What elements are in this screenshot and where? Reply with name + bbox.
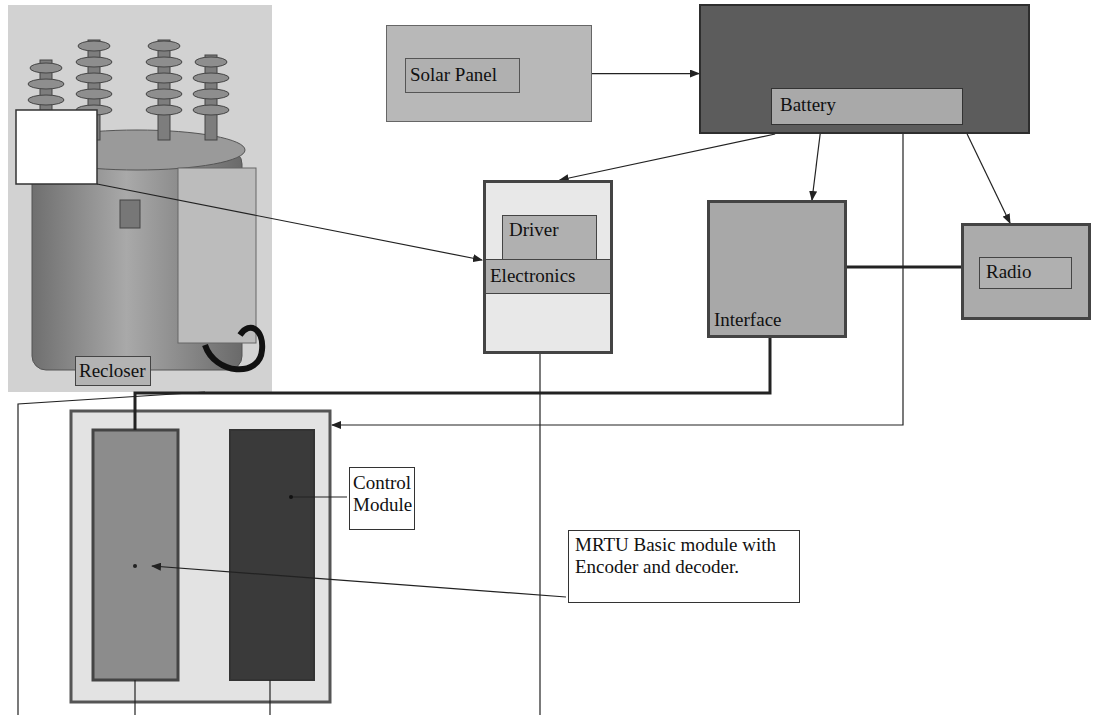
sensor-arrow (97, 184, 482, 260)
callout-box: MRTU Basic module with Encoder and decod… (568, 530, 800, 603)
node-text: Driver (502, 215, 597, 262)
control-panel (230, 430, 314, 680)
sensor-box (16, 110, 97, 184)
insulator-shed (28, 79, 64, 89)
source-box: Solar Panel (386, 25, 592, 122)
label-box: Recloser (75, 356, 151, 386)
insulator-shed (195, 57, 227, 67)
insulator-shed (76, 73, 112, 83)
insulator-shed (193, 89, 229, 99)
node-text: Radio (979, 257, 1072, 289)
leader-dot (133, 564, 137, 568)
node-text: Electronics (486, 259, 610, 294)
wire (18, 392, 205, 715)
node-text: Interface (712, 309, 784, 331)
node-text: Recloser (79, 360, 145, 382)
insulator-shed (146, 57, 182, 67)
wire (134, 680, 135, 715)
insulator-shed (146, 73, 182, 83)
cable-loop (205, 328, 262, 370)
process-box: Interface (707, 200, 847, 338)
flow-arrow (967, 134, 1010, 223)
process-box: Radio (961, 223, 1091, 320)
insulator-shed (76, 89, 112, 99)
leader-arrow (152, 566, 566, 597)
flow-arrow (560, 134, 775, 180)
insulator-shed (193, 105, 229, 115)
leader-line (291, 496, 347, 497)
mrtu-panel (93, 430, 178, 680)
process-box: DriverElectronics (483, 180, 613, 354)
node-text: Battery (771, 88, 963, 125)
node-text: Solar Panel (405, 58, 520, 93)
wire (269, 680, 270, 715)
flow-arrow (812, 134, 820, 200)
insulator-shed (146, 105, 182, 115)
insulator-shed (30, 63, 62, 73)
storage-box: Battery (699, 4, 1030, 134)
insulator-shed (76, 57, 112, 67)
module-housing (71, 411, 330, 702)
insulator-shed (78, 41, 110, 51)
insulator-shed (193, 73, 229, 83)
recloser-handle (120, 200, 140, 228)
wire (539, 354, 540, 715)
callout-box: Control Module (349, 467, 415, 530)
control-cabinet (178, 168, 256, 343)
flow-arrow (592, 73, 699, 74)
leader-dot (289, 495, 293, 499)
data-bus (135, 338, 770, 430)
node-text: MRTU Basic module with Encoder and decod… (575, 534, 793, 578)
power-wire (332, 134, 903, 425)
node-text: Control Module (353, 472, 411, 516)
photo-ground (8, 5, 272, 392)
insulator-shed (146, 89, 182, 99)
insulator-shed (28, 95, 64, 105)
insulator-shed (148, 41, 180, 51)
link-line (847, 266, 961, 269)
